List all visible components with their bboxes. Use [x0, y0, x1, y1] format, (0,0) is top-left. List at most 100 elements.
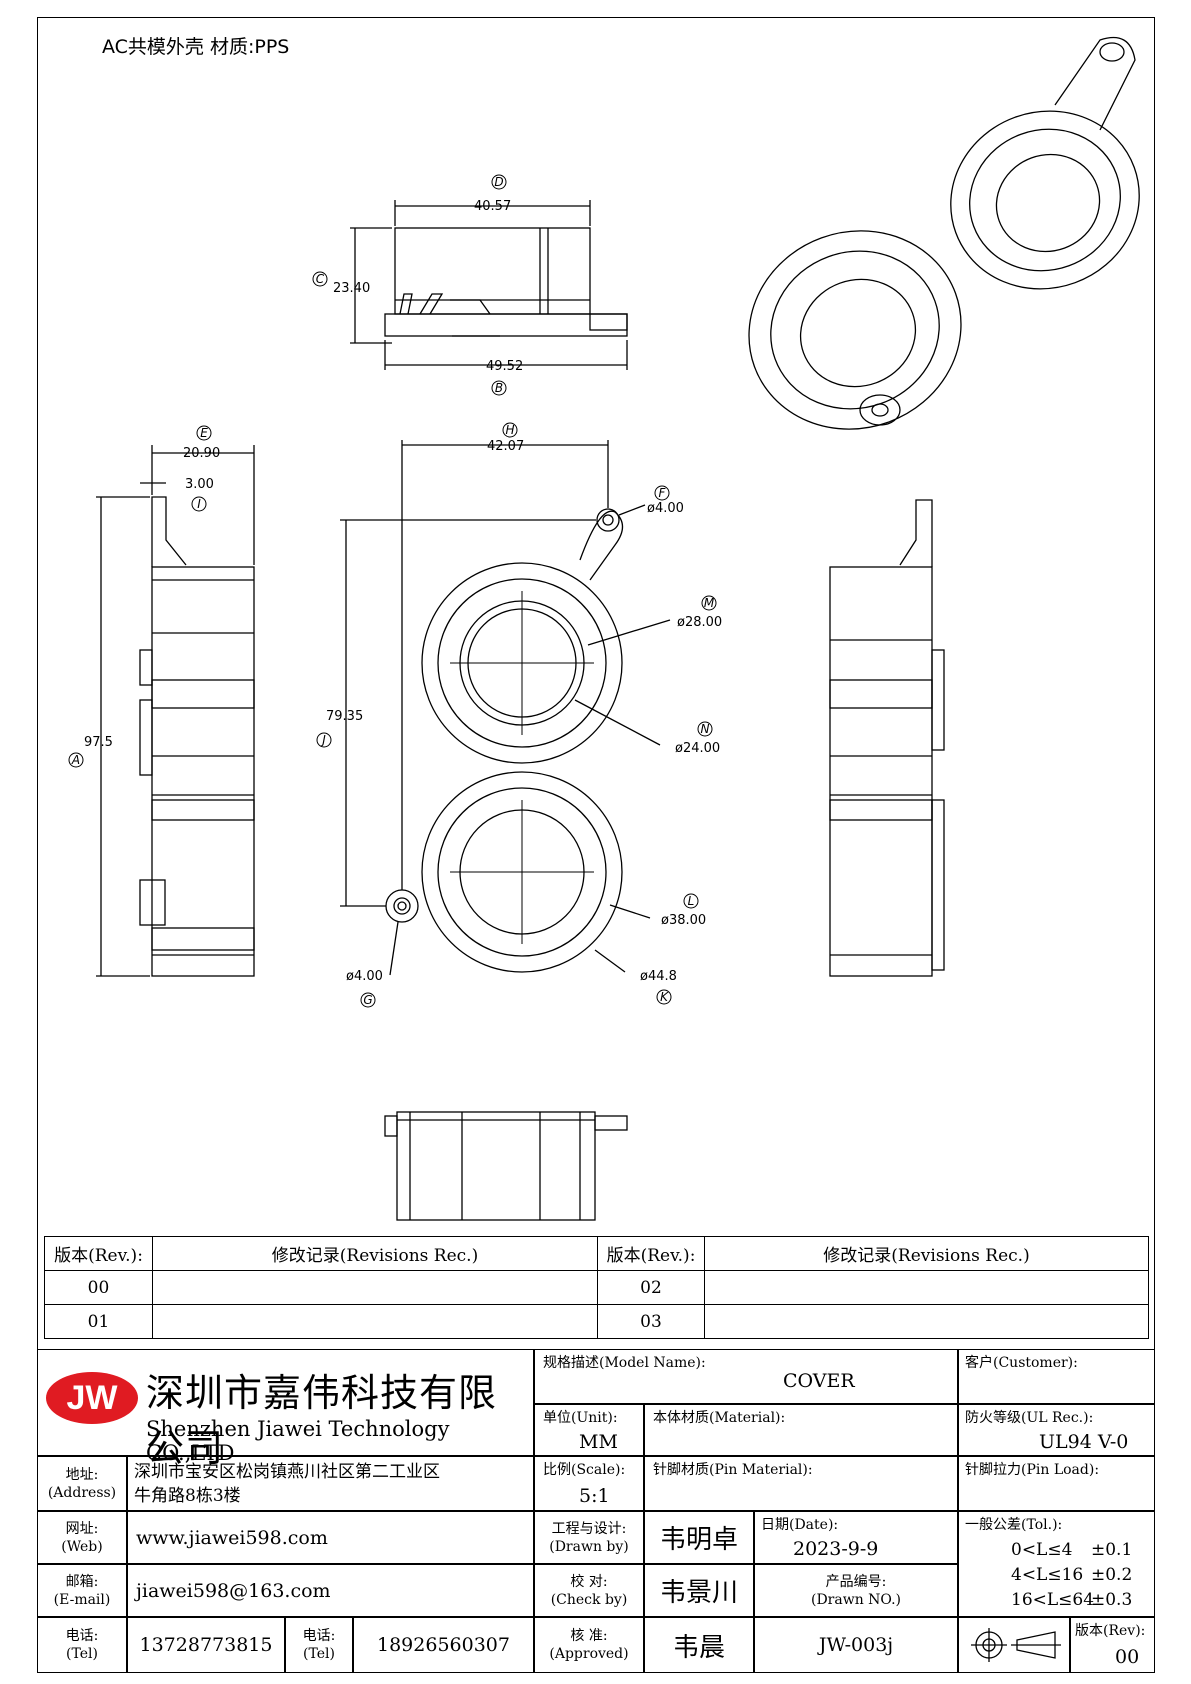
top-elevation-view: [350, 200, 628, 370]
rev-header-1: 版本(Rev.):: [44, 1236, 153, 1271]
approved-value: 韦晨: [672, 1632, 725, 1663]
dim-h: 42.07: [487, 439, 524, 454]
unit-label: 单位(Unit):: [543, 1410, 618, 1426]
tel1: 13728773815: [139, 1634, 273, 1656]
dim-f: ø4.00: [647, 501, 684, 516]
email-link[interactable]: jiawei598@163.com: [136, 1579, 331, 1602]
tol-range-2: 4<L≤16: [1011, 1565, 1084, 1585]
isometric-view: [748, 36, 1140, 430]
drawn-no-cell: JW-003j: [754, 1617, 958, 1673]
callout-b: B: [495, 381, 503, 395]
dim-b: 49.52: [486, 359, 523, 374]
tol-value-3: ±0.3: [1091, 1590, 1133, 1610]
callout-k: K: [660, 990, 669, 1004]
email-label: 邮箱:: [65, 1573, 99, 1590]
table-row: 00 02: [44, 1270, 1149, 1305]
tel2-label: 电话:: [302, 1628, 336, 1644]
dim-i: 3.00: [185, 477, 214, 492]
revision-header-row: 版本(Rev.): 修改记录(Revisions Rec.) 版本(Rev.):…: [44, 1236, 1149, 1271]
bottom-view: [384, 1111, 628, 1221]
tol-value-1: ±0.1: [1091, 1540, 1133, 1560]
scale-cell: 比例(Scale): 5:1: [534, 1456, 644, 1511]
drawn-no-value: JW-003j: [818, 1634, 894, 1656]
web-label-en: (Web): [61, 1538, 103, 1555]
tol-value-2: ±0.2: [1091, 1565, 1133, 1585]
check-label-cell: 校 对: (Check by): [534, 1564, 644, 1617]
callout-h: H: [505, 423, 514, 437]
address-label-cell: 地址: (Address): [37, 1456, 127, 1511]
callout-d: D: [494, 175, 503, 189]
tel-label: 电话:: [65, 1628, 99, 1644]
drawn-no-label-cell: 产品编号: (Drawn NO.): [754, 1564, 958, 1617]
address-label: 地址:: [65, 1466, 99, 1483]
web-cell: www.jiawei598.com: [127, 1511, 534, 1564]
material-note: AC共模外壳 材质:PPS: [102, 36, 290, 58]
model-label: 规格描述(Model Name):: [543, 1355, 706, 1371]
rev-cell: [152, 1304, 598, 1339]
dim-m: ø28.00: [677, 615, 722, 630]
scale-value: 5:1: [579, 1485, 610, 1507]
address-label-en: (Address): [47, 1484, 117, 1501]
drawn-value: 韦明卓: [659, 1525, 738, 1555]
tel2-label-cell: 电话: (Tel): [285, 1617, 353, 1673]
web-label: 网址:: [65, 1520, 99, 1537]
scale-label: 比例(Scale):: [543, 1462, 626, 1478]
rev-cell: [704, 1270, 1149, 1305]
rev-header-2: 修改记录(Revisions Rec.): [152, 1236, 598, 1271]
callout-n: N: [701, 722, 710, 736]
tel-label-en: (Tel): [66, 1646, 98, 1662]
tel-label-cell: 电话: (Tel): [37, 1617, 127, 1673]
tel2-cell: 18926560307: [353, 1617, 534, 1673]
pin-material-label: 针脚材质(Pin Material):: [653, 1462, 813, 1478]
rev-header-3: 版本(Rev.):: [597, 1236, 705, 1271]
rev-value: 00: [1115, 1646, 1140, 1668]
date-cell: 日期(Date): 2023-9-9: [754, 1511, 958, 1564]
dim-g: ø4.00: [346, 969, 383, 984]
ul-cell: 防火等级(UL Rec.): UL94 V-0: [958, 1404, 1155, 1456]
projection-symbol-icon: [971, 1628, 1061, 1662]
tol-range-1: 0<L≤4: [1011, 1540, 1073, 1560]
customer-cell: 客户(Customer):: [958, 1349, 1155, 1404]
address-cell: 深圳市宝安区松岗镇燕川社区第二工业区 牛角路8栋3楼: [127, 1456, 534, 1511]
pin-load-cell: 针脚拉力(Pin Load):: [958, 1456, 1155, 1511]
tol-range-3: 16<L≤64: [1011, 1590, 1095, 1610]
customer-label: 客户(Customer):: [965, 1355, 1078, 1371]
callout-a: A: [71, 753, 80, 767]
callout-m: M: [704, 596, 715, 610]
dim-e: 20.90: [183, 446, 220, 461]
drawn-label-cell: 工程与设计: (Drawn by): [534, 1511, 644, 1564]
web-link[interactable]: www.jiawei598.com: [136, 1526, 328, 1549]
check-value: 韦景川: [659, 1578, 738, 1608]
rev-cell: 02: [597, 1270, 705, 1305]
pin-material-cell: 针脚材质(Pin Material):: [644, 1456, 958, 1511]
tel1-cell: 13728773815: [127, 1617, 285, 1673]
unit-cell: 单位(Unit): MM: [534, 1404, 644, 1456]
check-label: 校 对:: [570, 1573, 608, 1590]
drawn-no-label: 产品编号:: [825, 1573, 887, 1590]
tel2: 18926560307: [377, 1634, 510, 1656]
model-cell: 规格描述(Model Name): COVER: [534, 1349, 958, 1404]
rev-header-4: 修改记录(Revisions Rec.): [704, 1236, 1149, 1271]
callout-i: I: [197, 497, 201, 511]
dim-l: ø38.00: [661, 913, 706, 928]
drawn-label: 工程与设计:: [551, 1520, 627, 1537]
model-value: COVER: [783, 1370, 855, 1392]
tolerance-values: ±0.1 ±0.2 ±0.3: [1091, 1538, 1132, 1613]
tolerance-label: 一般公差(Tol.):: [965, 1517, 1063, 1533]
drawn-label-en: (Drawn by): [549, 1538, 629, 1555]
date-value: 2023-9-9: [793, 1538, 879, 1560]
rev-cell: 01: [44, 1304, 153, 1339]
date-label: 日期(Date):: [761, 1517, 839, 1533]
approved-label-cell: 核 准: (Approved): [534, 1617, 644, 1673]
callout-j: J: [320, 733, 326, 747]
rev-cell: 版本(Rev): 00: [1070, 1617, 1155, 1673]
callout-c: C: [316, 272, 325, 286]
dim-k: ø44.8: [640, 969, 677, 984]
dim-c: 23.40: [333, 281, 370, 296]
left-side-view: [96, 445, 255, 977]
projection-cell: [958, 1617, 1070, 1673]
web-label-cell: 网址: (Web): [37, 1511, 127, 1564]
rev-cell: [152, 1270, 598, 1305]
tolerance-cell: 一般公差(Tol.): 0<L≤4 4<L≤16 16<L≤64 ±0.1 ±0…: [958, 1511, 1155, 1617]
title-block: JW 深圳市嘉伟科技有限公司 Shenzhen Jiawei Technolog…: [37, 1349, 1155, 1673]
